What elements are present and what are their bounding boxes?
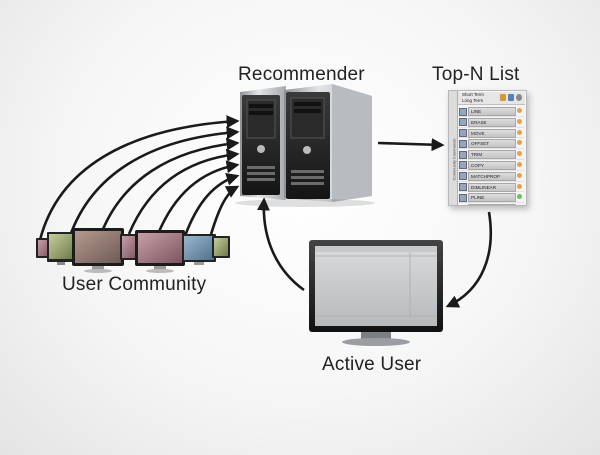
command-icon xyxy=(459,183,467,192)
status-dot-icon xyxy=(517,118,522,124)
status-dot-icon xyxy=(517,140,522,146)
tab-long-term[interactable]: Long Term xyxy=(462,97,484,103)
topn-command-row[interactable]: TRIM xyxy=(458,149,524,160)
topn-header: Short Term Long Term xyxy=(458,92,525,105)
command-icon xyxy=(459,129,467,138)
command-icon xyxy=(459,139,467,148)
command-label: COPY xyxy=(468,160,516,170)
topn-command-row[interactable]: MATCHPROP xyxy=(458,171,524,182)
monitor-2 xyxy=(47,232,75,265)
active-user-monitor xyxy=(309,240,443,346)
command-label: ARC xyxy=(468,204,516,205)
topn-command-row[interactable]: COPY xyxy=(458,160,524,171)
recommender-to-topn-arrow xyxy=(377,138,445,152)
monitor-3 xyxy=(72,228,124,273)
status-dot-icon xyxy=(517,129,522,135)
command-icon xyxy=(459,161,467,170)
topn-command-row[interactable]: PLINE xyxy=(458,192,524,204)
arrow-curve-5 xyxy=(156,160,240,235)
arrow-curve-2 xyxy=(68,126,240,237)
recommender-servers xyxy=(235,84,375,207)
arrow-curve-7 xyxy=(208,185,240,239)
arrow-curve-1 xyxy=(38,115,240,241)
status-dot-icon xyxy=(517,172,522,178)
monitor-6 xyxy=(182,234,216,265)
topn-sidebar: Community Commands xyxy=(449,91,458,205)
command-icon xyxy=(459,172,467,181)
command-label: LINE xyxy=(468,107,516,116)
topn-command-row[interactable]: OFFSET xyxy=(458,138,524,150)
status-dot-icon xyxy=(517,194,522,200)
status-dot-icon xyxy=(517,161,522,167)
topn-command-row[interactable]: MOVE xyxy=(458,128,524,139)
topn-to-active-arrow xyxy=(445,211,493,308)
status-dot-icon xyxy=(517,205,522,206)
command-icon xyxy=(459,193,467,202)
active-user-label: Active User xyxy=(322,354,422,375)
command-label: MOVE xyxy=(468,128,516,138)
command-icon xyxy=(459,150,467,159)
topn-sidebar-label: Community Commands xyxy=(451,138,457,181)
user-community-monitors xyxy=(36,228,230,273)
status-dot-icon xyxy=(517,183,522,189)
status-dot-icon xyxy=(517,108,522,113)
monitor-5 xyxy=(135,230,185,273)
top-n-list-label: Top-N List xyxy=(432,64,520,85)
top-n-list-panel: Community Commands Short Term Long Term … xyxy=(448,90,527,206)
active-to-recommender-arrow xyxy=(256,197,305,292)
settings-icon[interactable] xyxy=(500,94,506,101)
community-to-recommender-arrows xyxy=(38,115,240,241)
command-label: OFFSET xyxy=(468,139,516,149)
arrow-curve-3 xyxy=(99,137,240,235)
arrow-curve-6 xyxy=(183,172,240,237)
command-icon xyxy=(459,118,467,127)
tab-short-term[interactable]: Short Term xyxy=(462,92,484,97)
command-label: TRIM xyxy=(468,150,516,160)
clock-icon[interactable] xyxy=(516,94,522,101)
topn-command-row[interactable]: ARC xyxy=(458,203,524,206)
command-label: DIMLINEAR xyxy=(468,182,516,192)
topn-command-row[interactable]: DIMLINEAR xyxy=(458,182,524,193)
command-label: MATCHPROP xyxy=(468,171,516,181)
command-icon xyxy=(459,107,467,116)
command-label: PLINE xyxy=(468,193,516,203)
recommender-label: Recommender xyxy=(238,64,365,85)
monitor-7 xyxy=(212,236,230,258)
topn-command-row[interactable]: ERASE xyxy=(458,117,524,128)
arrow-curve-4 xyxy=(127,148,240,235)
filter-icon[interactable] xyxy=(508,94,514,101)
command-icon xyxy=(459,204,467,205)
user-community-label: User Community xyxy=(62,274,207,295)
topn-command-row[interactable]: LINE xyxy=(458,106,524,117)
status-dot-icon xyxy=(517,151,522,157)
command-label: ERASE xyxy=(468,117,516,127)
